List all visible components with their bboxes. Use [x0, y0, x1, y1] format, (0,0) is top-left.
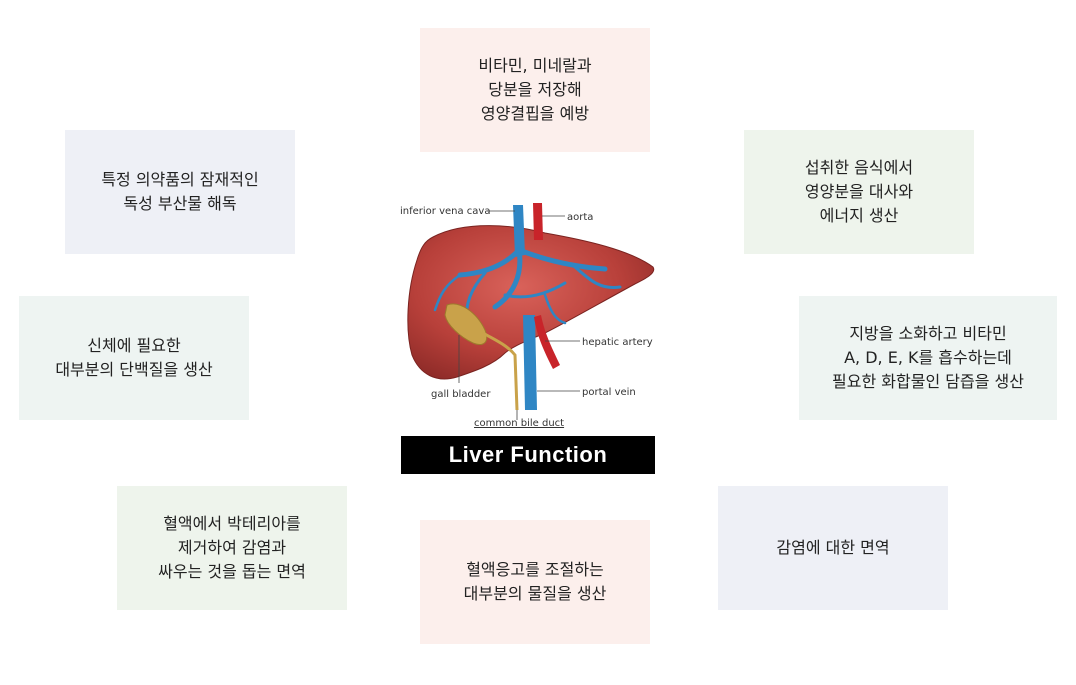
liver-illustration: inferior vena cava aorta hepatic artery … — [400, 203, 655, 429]
label-aorta: aorta — [567, 212, 593, 223]
function-box-metabolism: 섭취한 음식에서 영양분을 대사와 에너지 생산 — [744, 130, 974, 254]
label-portal-vein: portal vein — [582, 387, 636, 398]
function-box-detoxification: 특정 의약품의 잠재적인 독성 부산물 해독 — [65, 130, 295, 254]
inferior-vena-cava — [513, 205, 525, 257]
portal-vein — [523, 315, 537, 410]
gallbladder — [444, 303, 488, 345]
label-hepatic-artery: hepatic artery — [582, 337, 653, 348]
function-box-nutrient-storage: 비타민, 미네랄과 당분을 저장해 영양결핍을 예방 — [420, 28, 650, 152]
diagram-title: Liver Function — [401, 436, 655, 474]
bile-duct — [482, 331, 519, 411]
label-common-bile-duct: common bile duct — [474, 418, 564, 429]
function-box-bacteria-removal: 혈액에서 박테리아를 제거하여 감염과 싸우는 것을 돕는 면역 — [117, 486, 347, 610]
function-box-infection-immunity: 감염에 대한 면역 — [718, 486, 948, 610]
hepatic-veins — [433, 247, 622, 325]
label-gall-bladder: gall bladder — [431, 389, 491, 400]
hepatic-artery — [534, 315, 560, 369]
function-box-blood-clotting: 혈액응고를 조절하는 대부분의 물질을 생산 — [420, 520, 650, 644]
function-box-protein-production: 신체에 필요한 대부분의 단백질을 생산 — [19, 296, 249, 420]
aorta — [533, 203, 543, 240]
function-box-bile-production: 지방을 소화하고 비타민 A, D, E, K를 흡수하는데 필요한 화합물인 … — [799, 296, 1057, 420]
label-inferior-vena-cava: inferior vena cava — [400, 206, 490, 217]
